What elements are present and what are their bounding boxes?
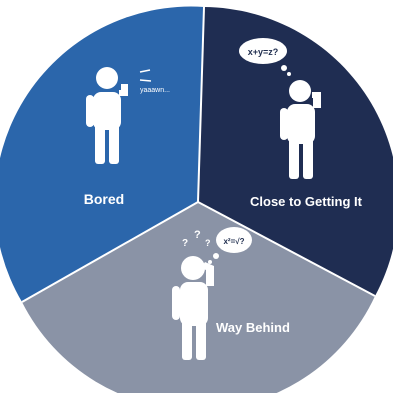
confusion-bubble-icon: [208, 227, 252, 264]
thought-bubble-icon: [239, 38, 291, 76]
bored-figure-icon: [86, 67, 128, 164]
confused-marks-icon: ? ? ?: [182, 229, 211, 249]
label-bored: Bored: [84, 191, 124, 207]
svg-text:?: ?: [205, 238, 211, 248]
yawn-caption: yaaawn...: [140, 87, 170, 94]
confusion-formula: x²=√?: [223, 237, 244, 246]
svg-text:?: ?: [182, 238, 188, 249]
label-close-to-getting-it: Close to Getting It: [250, 194, 363, 209]
svg-text:?: ?: [194, 229, 201, 241]
thought-formula: x+y=z?: [248, 47, 279, 57]
label-way-behind: Way Behind: [216, 320, 290, 335]
segment-dividers: [21, 6, 376, 303]
thinking-figure-icon: [280, 80, 321, 179]
confused-figure-icon: [172, 256, 214, 360]
yawn-marks-icon: [139, 69, 152, 82]
